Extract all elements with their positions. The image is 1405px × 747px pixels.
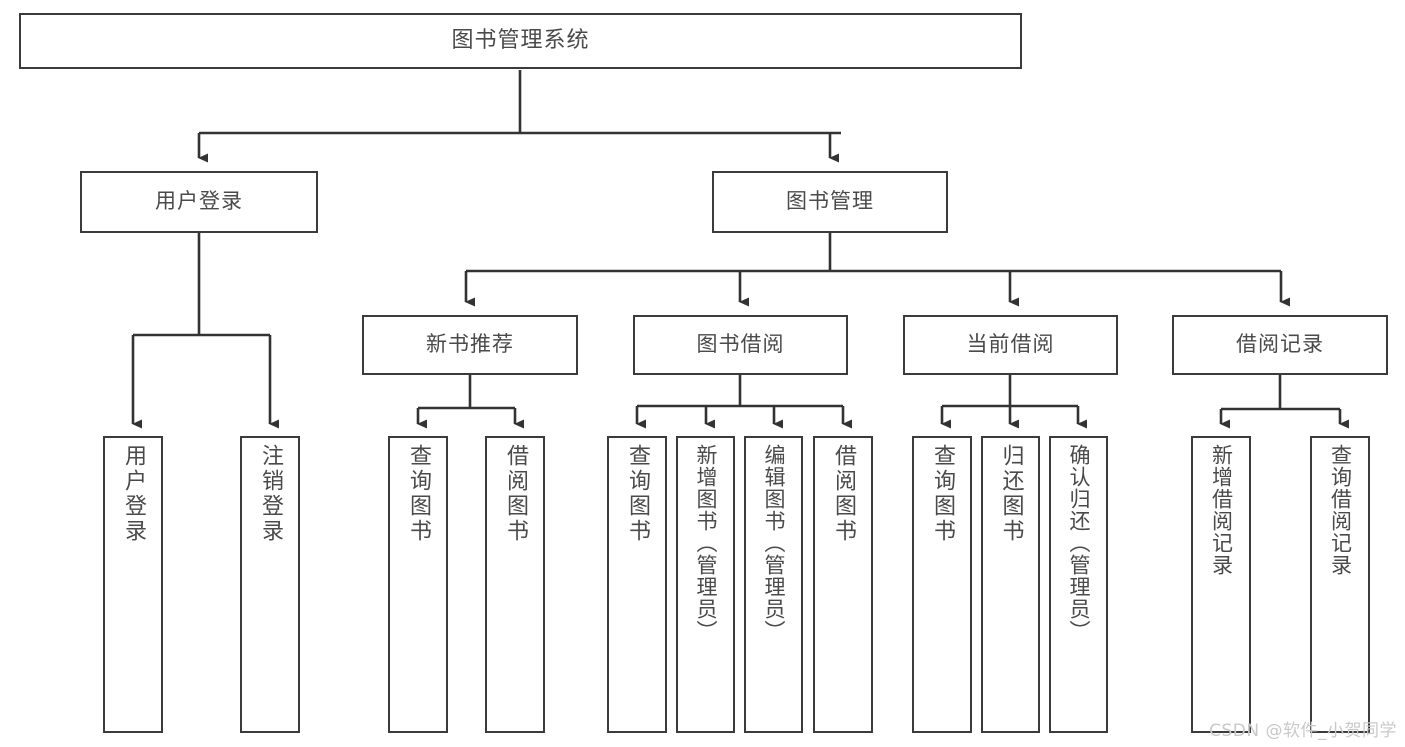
node-label: 新增图书（管理员） <box>694 444 718 642</box>
node-label: 查询图书 <box>930 444 955 544</box>
node-label: 归还图书 <box>998 444 1024 544</box>
node-label: 新书推荐 <box>426 332 514 357</box>
node-label: 图书管理系统 <box>451 27 590 53</box>
node-label: 图书管理 <box>786 189 874 214</box>
node-label: 借阅记录 <box>1236 332 1324 357</box>
node-label: 编辑图书（管理员） <box>762 444 786 642</box>
leaf-current-borrow-query[interactable]: 查询图书 <box>912 436 972 733</box>
leaf-book-borrow-query[interactable]: 查询图书 <box>607 436 667 733</box>
node-label: 用户登录 <box>155 189 243 214</box>
leaf-borrow-record-query[interactable]: 查询借阅记录 <box>1310 436 1370 733</box>
leaf-new-book-query[interactable]: 查询图书 <box>388 436 448 733</box>
node-label: 确认归还（管理员） <box>1067 444 1091 642</box>
node-user-login[interactable]: 用户登录 <box>80 171 318 233</box>
leaf-new-book-borrow[interactable]: 借阅图书 <box>485 436 545 733</box>
leaf-borrow-record-add[interactable]: 新增借阅记录 <box>1191 436 1251 733</box>
node-borrow-record[interactable]: 借阅记录 <box>1172 315 1388 375</box>
leaf-book-borrow-edit[interactable]: 编辑图书（管理员） <box>744 436 803 733</box>
node-label: 借阅图书 <box>831 444 856 544</box>
node-label: 新增借阅记录 <box>1209 444 1234 576</box>
node-label: 查询图书 <box>625 444 650 544</box>
node-new-book-recommend[interactable]: 新书推荐 <box>362 315 578 375</box>
node-book-management[interactable]: 图书管理 <box>712 171 948 233</box>
node-label: 借阅图书 <box>503 444 528 544</box>
leaf-user-login-login[interactable]: 用户登录 <box>103 436 163 733</box>
leaf-book-borrow-add[interactable]: 新增图书（管理员） <box>676 436 735 733</box>
node-label: 查询借阅记录 <box>1328 444 1353 576</box>
node-label: 查询图书 <box>406 444 431 544</box>
node-current-borrow[interactable]: 当前借阅 <box>903 315 1118 375</box>
node-book-borrow[interactable]: 图书借阅 <box>633 315 848 375</box>
leaf-book-borrow-borrow[interactable]: 借阅图书 <box>813 436 873 733</box>
node-label: 当前借阅 <box>966 332 1055 357</box>
node-label: 用户登录 <box>121 444 146 544</box>
leaf-current-borrow-confirm-return[interactable]: 确认归还（管理员） <box>1049 436 1108 733</box>
leaf-user-login-logout[interactable]: 注销登录 <box>240 436 300 733</box>
node-root-system[interactable]: 图书管理系统 <box>19 13 1022 69</box>
node-label: 注销登录 <box>258 444 283 544</box>
leaf-current-borrow-return[interactable]: 归还图书 <box>981 436 1040 733</box>
node-label: 图书借阅 <box>696 332 785 357</box>
